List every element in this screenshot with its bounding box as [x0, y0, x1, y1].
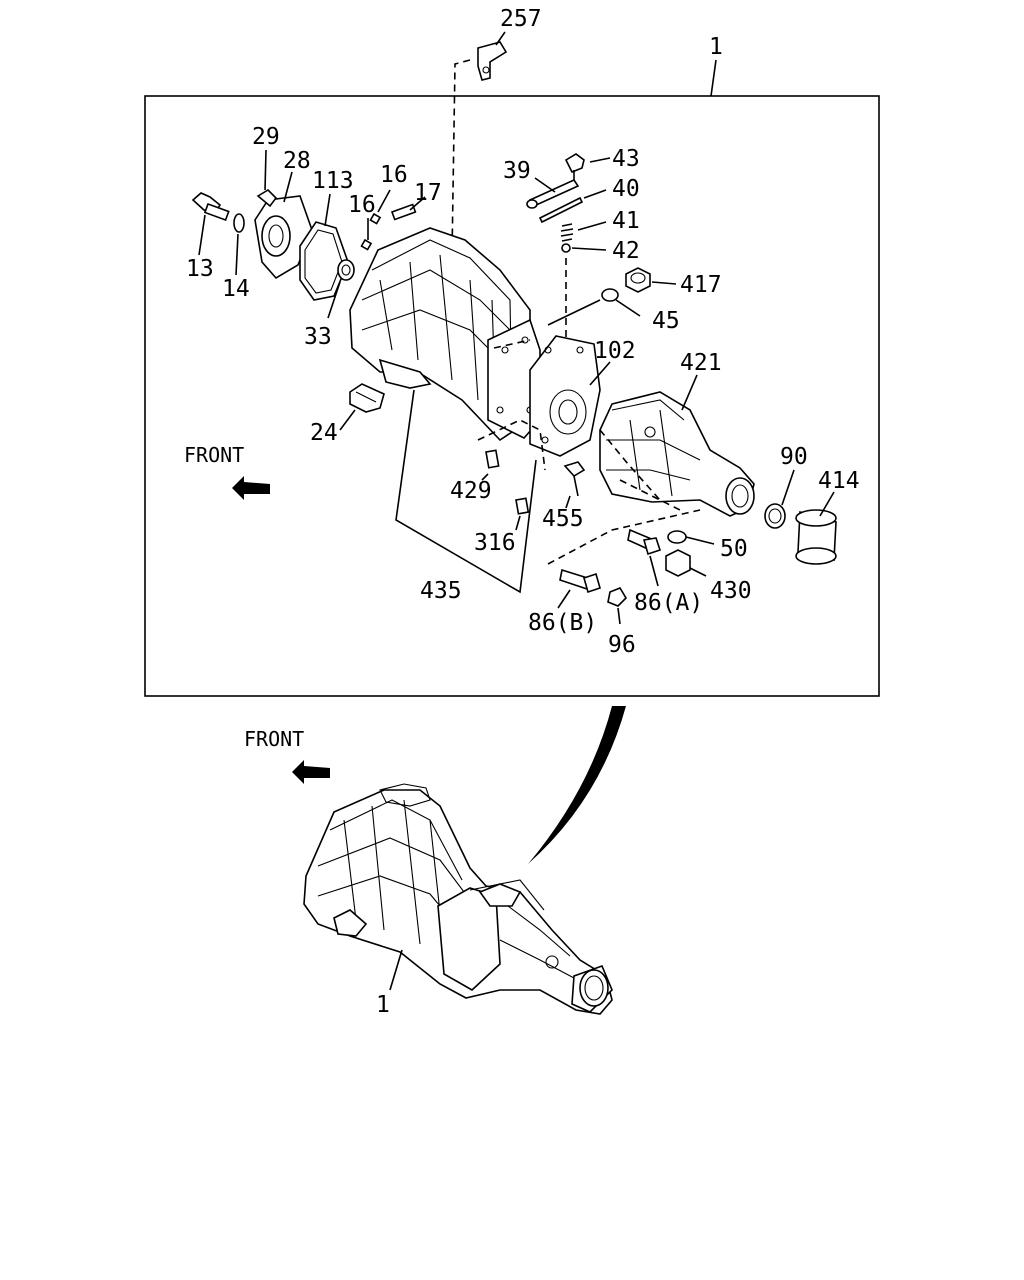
main-case-exploded: [349, 227, 541, 442]
callout-14: 14: [222, 276, 250, 302]
callout-257: 257: [500, 6, 542, 32]
callout-13: 13: [186, 256, 214, 282]
assembled-transmission: [303, 783, 613, 1015]
part-435-bracket-lines: [395, 389, 537, 594]
callout-40: 40: [612, 176, 640, 202]
callout-50: 50: [720, 536, 748, 562]
part-24-bracket: [339, 383, 385, 431]
callout-16-a: 16: [380, 162, 408, 188]
callout-455: 455: [542, 506, 584, 532]
adapter-plate-102: [493, 299, 611, 457]
callout-316: 316: [474, 530, 516, 556]
callout-43: 43: [612, 146, 640, 172]
callout-417: 417: [680, 272, 722, 298]
part-257-clip: [451, 31, 508, 256]
callout-430: 430: [710, 578, 752, 604]
detail-frame: [144, 95, 880, 697]
front-label-bottom: FRONT: [244, 727, 304, 751]
callout-17: 17: [414, 180, 442, 206]
callout-1-bottom: 1: [376, 992, 390, 1018]
callout-16-b: 16: [348, 192, 376, 218]
front-label-top: FRONT: [184, 443, 244, 467]
front-arrow-icon: [292, 760, 330, 784]
callout-45: 45: [652, 308, 680, 334]
front-cover-group: [191, 149, 426, 319]
callout-39: 39: [503, 158, 531, 184]
callout-113: 113: [312, 168, 354, 194]
callout-86-b: 86(B): [528, 610, 597, 636]
callout-421: 421: [680, 350, 722, 376]
bottom-fasteners: [547, 509, 715, 625]
dowels-and-bolts: [477, 419, 681, 531]
callout-33: 33: [304, 324, 332, 350]
callout-435: 435: [420, 578, 462, 604]
callout-1-top: 1: [709, 34, 723, 60]
callout-414: 414: [818, 468, 860, 494]
extension-housing-421: [599, 374, 755, 517]
seal-and-cover: [764, 469, 837, 565]
callout-24: 24: [310, 420, 338, 446]
front-arrow-icon: [232, 476, 270, 500]
callout-41: 41: [612, 208, 640, 234]
callout-42: 42: [612, 238, 640, 264]
callout-429: 429: [450, 478, 492, 504]
callout-29: 29: [252, 124, 280, 150]
connector-swoosh: [528, 706, 626, 864]
shift-parts-group: [526, 153, 677, 340]
callout-28: 28: [283, 148, 311, 174]
callout-102: 102: [594, 338, 636, 364]
callout-90: 90: [780, 444, 808, 470]
callout-86-a: 86(A): [634, 590, 703, 616]
callout-96: 96: [608, 632, 636, 658]
